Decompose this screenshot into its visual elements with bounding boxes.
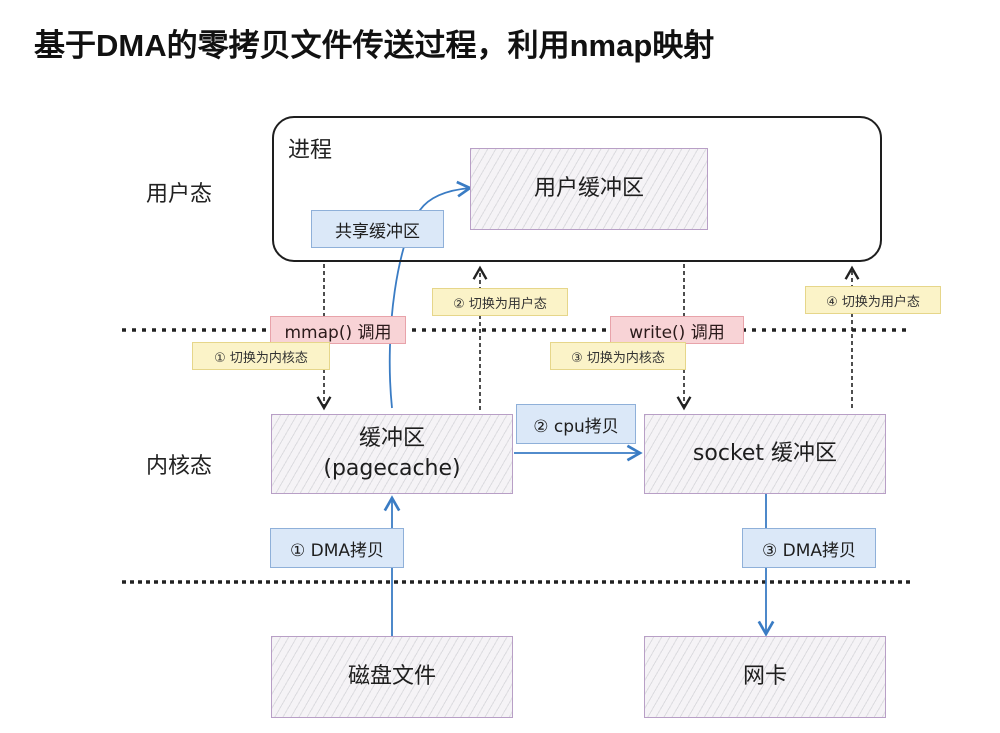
switch-4-tag: ④ 切换为用户态 [805,286,941,314]
dma-copy-3-tag: ③ DMA拷贝 [742,528,876,568]
process-container: 进程 [272,116,882,262]
shared-buffer-tag: 共享缓冲区 [311,210,444,248]
pagecache-sublabel: (pagecache) [323,456,461,481]
user-buffer-box: 用户缓冲区 [470,148,708,230]
pagecache-box: 缓冲区 (pagecache) [271,414,513,494]
write-call-tag: write() 调用 [610,316,744,344]
switch-2-tag: ② 切换为用户态 [432,288,568,316]
switch-1-tag: ① 切换为内核态 [192,342,330,370]
disk-file-box: 磁盘文件 [271,636,513,718]
nic-box: 网卡 [644,636,886,718]
process-label: 进程 [288,138,333,163]
kernel-mode-label: 内核态 [146,454,213,479]
socket-buffer-box: socket 缓冲区 [644,414,886,494]
mmap-call-tag: mmap() 调用 [270,316,406,344]
nic-label: 网卡 [742,664,787,690]
user-mode-label: 用户态 [146,182,213,207]
diagram-title: 基于DMA的零拷贝文件传送过程，利用nmap映射 [34,28,715,63]
disk-file-label: 磁盘文件 [347,664,436,690]
switch-3-tag: ③ 切换为内核态 [550,342,686,370]
cpu-copy-tag: ② cpu拷贝 [516,404,636,444]
socket-buffer-label: socket 缓冲区 [692,441,838,467]
pagecache-label: 缓冲区 [358,426,425,452]
dma-copy-1-tag: ① DMA拷贝 [270,528,404,568]
user-buffer-label: 用户缓冲区 [533,176,644,202]
